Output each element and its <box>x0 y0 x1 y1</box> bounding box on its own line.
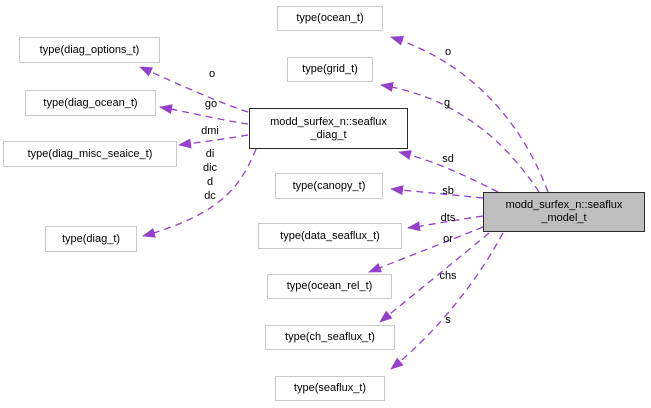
edge-label-or: or <box>443 233 453 245</box>
edge-label-sb: sb <box>442 185 454 197</box>
node-type-ocean-rel-t[interactable]: type(ocean_rel_t) <box>267 274 392 299</box>
edge-label-chs: chs <box>439 270 457 282</box>
edge-label-g: g <box>443 97 451 109</box>
node-seaflux-diag-t[interactable]: modd_surfex_n::seaflux _diag_t <box>249 108 408 149</box>
edge-label-s: s <box>445 314 451 326</box>
edge-label-dmi: dmi <box>201 125 219 137</box>
edge-model-to-seaflux <box>390 232 504 370</box>
edge-label-di-group: di dic d dc <box>202 148 218 202</box>
edge-diag-to-diag-misc-seaice <box>178 134 249 149</box>
edge-label-sd: sd <box>442 153 454 165</box>
edge-model-to-seaflux-diag <box>398 150 499 193</box>
node-type-diag-options-t[interactable]: type(diag_options_t) <box>19 37 160 63</box>
edge-label-o-right: o <box>444 46 452 58</box>
node-type-diag-ocean-t[interactable]: type(diag_ocean_t) <box>25 90 156 116</box>
node-type-data-seaflux-t[interactable]: type(data_seaflux_t) <box>258 223 402 249</box>
node-type-seaflux-t[interactable]: type(seaflux_t) <box>275 376 385 401</box>
edge-model-to-ocean <box>390 35 549 193</box>
edge-diag-to-diag-options <box>139 66 249 113</box>
edge-model-to-canopy <box>390 185 484 199</box>
edge-model-to-ch-seaflux <box>379 232 490 323</box>
node-type-grid-t[interactable]: type(grid_t) <box>287 57 373 82</box>
edge-label-go: go <box>204 98 218 110</box>
node-type-ocean-t[interactable]: type(ocean_t) <box>277 6 383 31</box>
edge-model-to-grid <box>380 82 540 193</box>
edge-model-to-data-seaflux <box>407 215 484 232</box>
node-type-diag-t[interactable]: type(diag_t) <box>45 226 137 252</box>
node-type-canopy-t[interactable]: type(canopy_t) <box>275 173 383 199</box>
node-type-ch-seaflux-t[interactable]: type(ch_seaflux_t) <box>265 325 395 350</box>
node-type-diag-misc-seaice-t[interactable]: type(diag_misc_seaice_t) <box>3 141 177 167</box>
edge-label-dts: dts <box>440 212 456 224</box>
edge-model-to-ocean-rel <box>368 226 484 273</box>
edge-diag-to-diag-t <box>142 148 257 238</box>
edge-label-o-left: o <box>208 68 216 80</box>
node-seaflux-model-t[interactable]: modd_surfex_n::seaflux _model_t <box>483 192 645 232</box>
